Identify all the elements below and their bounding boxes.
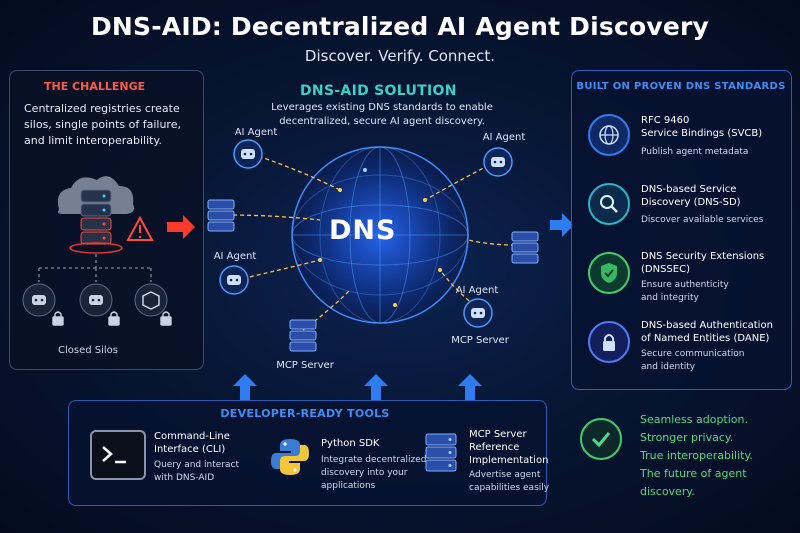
server-stack-icon <box>69 189 123 254</box>
benefit-item: The future of agent discovery. <box>640 467 747 498</box>
standard-desc-1: Publish agent metadata <box>641 147 749 157</box>
agent-icon-bottom-right <box>463 298 493 328</box>
agent-icon-top-right <box>483 147 513 177</box>
checkmark-icon <box>580 418 622 460</box>
solution-text: Leverages existing DNS standards to enab… <box>271 102 493 127</box>
challenge-arrow-icon <box>167 215 195 239</box>
server-icon-right <box>511 231 539 264</box>
up-arrow-icon-3 <box>458 374 482 400</box>
python-logo-icon <box>271 439 309 475</box>
benefits-list: Seamless adoption. Stronger privacy. Tru… <box>640 411 800 501</box>
up-arrows <box>233 374 482 400</box>
mcp-server-icon <box>425 433 457 472</box>
benefit-item: True interoperability. <box>640 449 753 462</box>
dns-network-diagram <box>207 139 539 352</box>
silo-cube-icon <box>134 283 168 317</box>
agent-label-mid-left: AI Agent <box>213 251 257 262</box>
shield-check-icon <box>588 252 630 294</box>
warning-icon <box>126 215 154 241</box>
mcp-label-bottom-left: MCP Server <box>276 360 334 371</box>
challenge-heading: THE CHALLENGE <box>44 80 146 93</box>
sdk-title: Python SDK <box>321 438 380 449</box>
challenge-text: Centralized registries create silos, sin… <box>24 102 181 147</box>
benefit-item: Seamless adoption. <box>640 413 748 426</box>
dns-globe-icon <box>291 146 469 324</box>
padlock-icon-1 <box>52 311 64 326</box>
agent-icon-top-left <box>233 139 263 169</box>
agent-label-top-right: AI Agent <box>482 132 526 143</box>
terminal-icon <box>90 430 146 480</box>
padlock-icon-2 <box>108 311 120 326</box>
agent-label-top-left: AI Agent <box>234 127 278 138</box>
tools-heading: DEVELOPER-READY TOOLS <box>220 407 390 420</box>
agent-icon-mid-left <box>219 265 249 295</box>
agent-label-bottom-right: AI Agent <box>455 285 499 296</box>
lock-icon <box>588 321 630 363</box>
centralized-registry-illustration <box>22 176 172 326</box>
standards-heading: BUILT ON PROVEN DNS STANDARDS <box>576 81 786 92</box>
standard-title-3: DNS Security Extensions(DNSSEC) <box>641 251 765 275</box>
benefit-item: Stronger privacy. <box>640 431 734 444</box>
server-icon-left <box>207 199 235 232</box>
search-icon <box>588 183 630 225</box>
silo-robot-icon-1 <box>22 283 56 317</box>
silo-robot-icon-2 <box>79 283 113 317</box>
dns-hub-label: DNS <box>329 215 397 246</box>
standard-desc-2: Discover available services <box>641 215 764 225</box>
globe-icon <box>588 114 630 156</box>
tools-panel <box>68 400 547 506</box>
page-subtitle: Discover. Verify. Connect. <box>304 47 496 65</box>
standards-arrow-icon <box>550 213 574 237</box>
solution-heading: DNS-AID SOLUTION <box>300 83 457 99</box>
page-title: DNS-AID: Decentralized AI Agent Discover… <box>90 12 710 41</box>
up-arrow-icon-2 <box>364 374 388 400</box>
closed-silos-label: Closed Silos <box>58 345 118 356</box>
padlock-icon-3 <box>160 311 172 326</box>
up-arrow-icon-1 <box>233 374 257 400</box>
mcp-label-bottom-right: MCP Server <box>451 335 509 346</box>
mcp-server-icon-left <box>289 319 317 352</box>
